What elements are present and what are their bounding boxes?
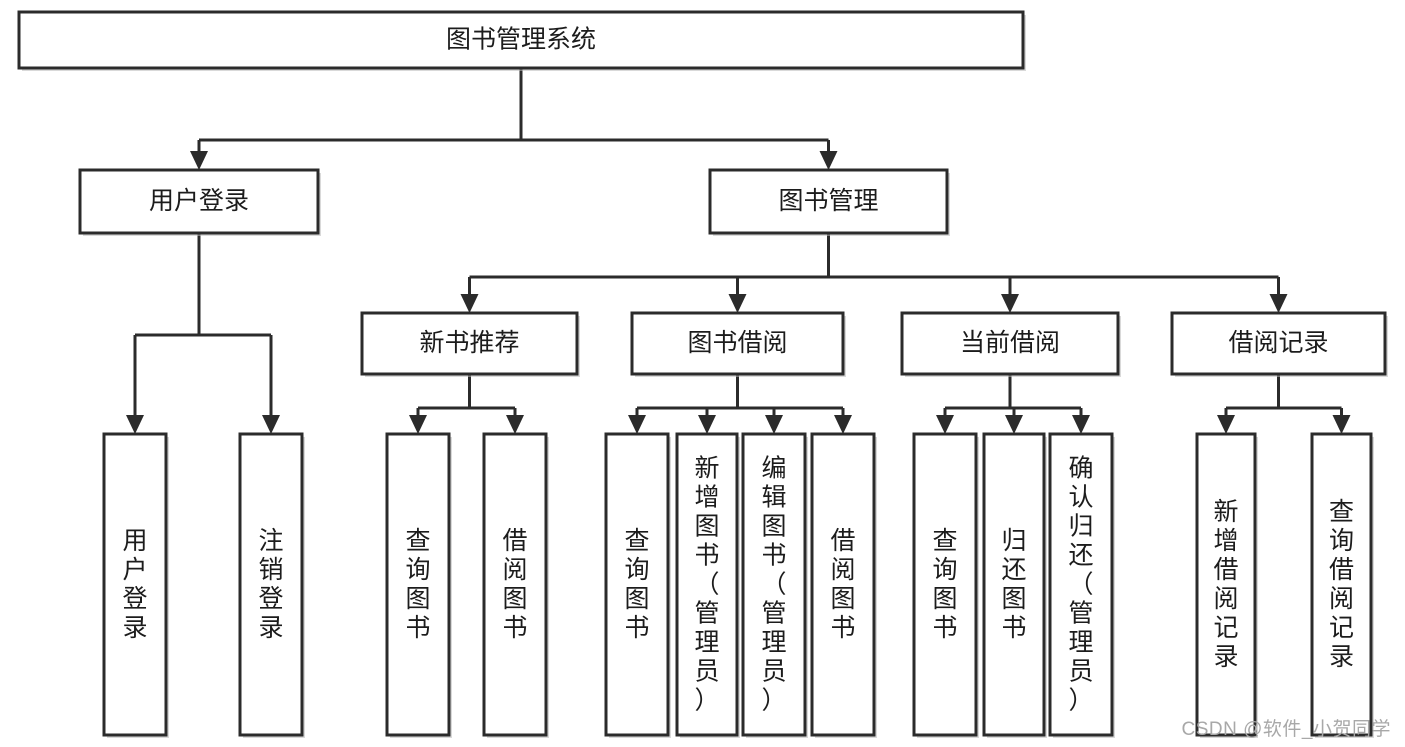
node-label: 借阅图书 — [502, 527, 527, 642]
node-label: 用户登录 — [149, 187, 249, 215]
leaf-node[interactable]: 查询图书 — [385, 432, 452, 738]
level3-node[interactable]: 当前借阅 — [900, 311, 1121, 377]
leaf-node[interactable]: 注销登录 — [238, 432, 305, 738]
leaf-node[interactable]: 归还图书 — [982, 432, 1047, 738]
node-label: 图书管理系统 — [446, 26, 596, 54]
leaf-node[interactable]: 新增借阅记录 — [1195, 432, 1258, 738]
node-label: 新书推荐 — [419, 329, 519, 357]
level2-node[interactable]: 图书管理 — [708, 168, 950, 236]
level3-node[interactable]: 借阅记录 — [1170, 311, 1388, 377]
node-label: 借阅记录 — [1228, 329, 1328, 357]
node-label: 借阅图书 — [830, 527, 855, 642]
leaf-node[interactable]: 确认归还（管理员） — [1048, 432, 1115, 738]
root-node[interactable]: 图书管理系统 — [17, 10, 1026, 71]
leaf-node[interactable]: 查询借阅记录 — [1310, 432, 1374, 738]
node-label: 查询借阅记录 — [1329, 498, 1354, 671]
node-label: 确认归还（管理员） — [1068, 455, 1093, 715]
leaf-node[interactable]: 借阅图书 — [482, 432, 549, 738]
leaf-node[interactable]: 借阅图书 — [810, 432, 877, 738]
node-label: 归还图书 — [1001, 527, 1026, 642]
node-label: 图书借阅 — [687, 329, 787, 357]
level3-node[interactable]: 图书借阅 — [630, 311, 846, 377]
leaf-node[interactable]: 查询图书 — [912, 432, 979, 738]
node-label: 查询图书 — [405, 527, 430, 642]
leaf-node[interactable]: 编辑图书（管理员） — [741, 432, 808, 738]
node-label: 查询图书 — [932, 527, 957, 642]
node-label: 当前借阅 — [960, 329, 1060, 357]
node-label: 编辑图书（管理员） — [761, 455, 786, 715]
node-label: 图书管理 — [778, 187, 878, 215]
leaf-node[interactable]: 查询图书 — [604, 432, 671, 738]
leaf-node[interactable]: 用户登录 — [102, 432, 169, 738]
node-label: 新增借阅记录 — [1213, 498, 1238, 671]
level3-node[interactable]: 新书推荐 — [360, 311, 580, 377]
node-label: 查询图书 — [624, 527, 649, 642]
level2-node[interactable]: 用户登录 — [78, 168, 321, 236]
node-label: 新增图书（管理员） — [694, 455, 719, 715]
node-label: 注销登录 — [258, 527, 283, 642]
leaf-node[interactable]: 新增图书（管理员） — [675, 432, 740, 738]
node-label: 用户登录 — [122, 527, 147, 642]
